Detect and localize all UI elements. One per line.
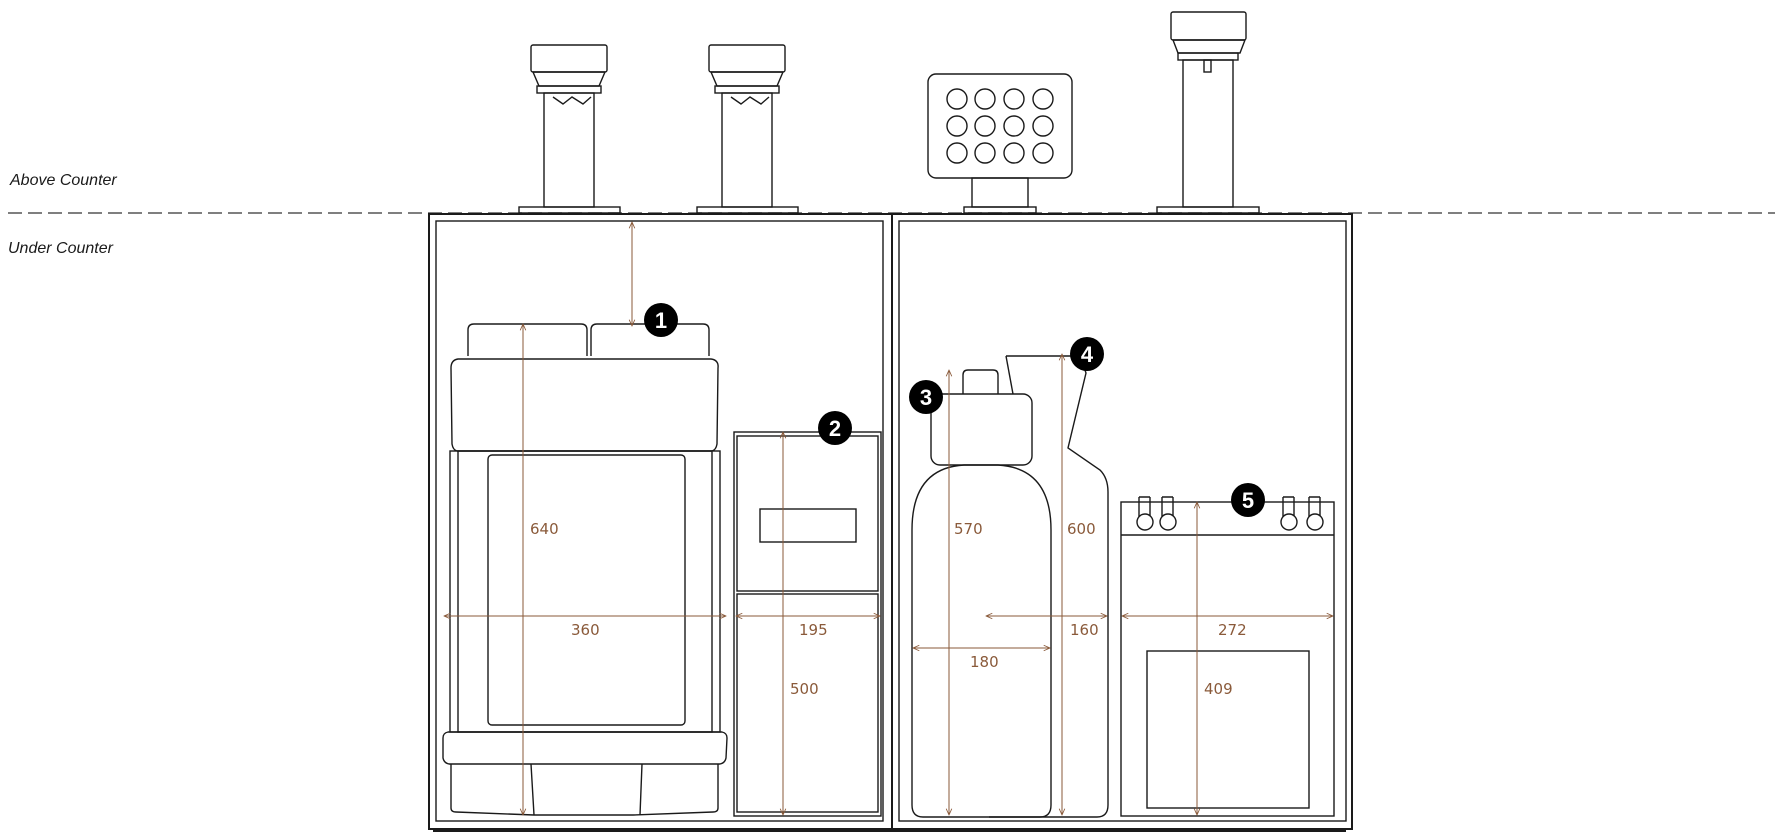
dimension-lines	[444, 222, 1333, 815]
svg-text:2: 2	[829, 416, 841, 441]
coffee-height-label: 640	[530, 520, 559, 538]
unit5-width-label: 272	[1218, 621, 1247, 639]
svg-text:5: 5	[1242, 488, 1254, 513]
tap-tower-3	[1156, 11, 1260, 214]
tap-tower-1	[518, 44, 621, 214]
svg-text:4: 4	[1081, 342, 1094, 367]
module-2	[733, 431, 882, 817]
bottle3-width-label: 180	[970, 653, 999, 671]
coffee-width-label: 360	[571, 621, 600, 639]
badge-3: 3	[909, 380, 943, 414]
tap-tower-2	[696, 44, 799, 214]
badge-5: 5	[1231, 483, 1265, 517]
module2-height-label: 500	[790, 680, 819, 698]
bottle3-height-label: 570	[954, 520, 983, 538]
under-counter-label: Under Counter	[8, 240, 114, 257]
bottle-4	[989, 355, 1109, 818]
bottle-3	[911, 369, 1052, 818]
svg-text:3: 3	[920, 385, 932, 410]
above-counter-label: Above Counter	[9, 172, 117, 189]
bottle4-width-label: 160	[1070, 621, 1099, 639]
module2-width-label: 195	[799, 621, 828, 639]
unit5-height-label: 409	[1204, 680, 1233, 698]
unit-5-fittings	[1136, 496, 1324, 531]
svg-text:1: 1	[655, 308, 667, 333]
unit-5	[1120, 496, 1335, 817]
badge-2: 2	[818, 411, 852, 445]
right-cabinet	[891, 213, 1353, 830]
panel-buttons	[946, 88, 1054, 164]
control-panel	[927, 73, 1073, 214]
badge-1: 1	[644, 303, 678, 337]
bottle4-height-label: 600	[1067, 520, 1096, 538]
coffee-machine	[442, 323, 728, 816]
badge-4: 4	[1070, 337, 1104, 371]
